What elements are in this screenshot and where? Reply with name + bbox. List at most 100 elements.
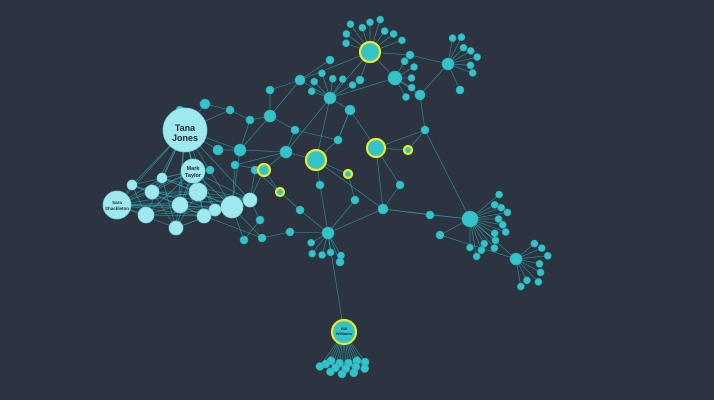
node-a7[interactable] (321, 226, 335, 240)
node-bill_leaf1[interactable] (360, 364, 370, 373)
node-a3[interactable] (279, 145, 293, 159)
node-a8_leaf9[interactable] (490, 244, 499, 252)
node-a19[interactable] (199, 98, 211, 110)
node-a4_leaf4[interactable] (402, 93, 410, 101)
node-bill_leaf10[interactable] (326, 367, 335, 377)
node-a5_leaf1[interactable] (457, 33, 466, 41)
node-a5_leaf0[interactable] (448, 34, 457, 42)
node-a5_leaf5[interactable] (466, 61, 475, 70)
node-a33[interactable] (325, 55, 335, 65)
node-a35[interactable] (455, 85, 465, 95)
node-a36[interactable] (420, 125, 430, 135)
node-a1_leaf0[interactable] (307, 87, 316, 96)
node-a9_leaf2[interactable] (544, 252, 552, 260)
node-a4_leaf0[interactable] (400, 57, 409, 66)
node-a5_leaf3[interactable] (466, 47, 475, 55)
node-h1_leaf4[interactable] (366, 18, 374, 27)
node-sara[interactable] (102, 190, 132, 220)
node-bill_leaf7[interactable] (337, 369, 347, 379)
node-h1_leaf7[interactable] (389, 30, 398, 38)
node-a8_leaf13[interactable] (466, 243, 474, 252)
node-a8_leaf8[interactable] (491, 236, 500, 245)
node-a9_leaf0[interactable] (530, 239, 539, 248)
node-a7_leaf3[interactable] (308, 249, 316, 258)
node-a9_leaf6[interactable] (523, 276, 531, 285)
node-a4[interactable] (387, 70, 403, 86)
node-h1_leaf3[interactable] (358, 23, 367, 32)
node-a16[interactable] (245, 115, 255, 125)
node-a8_leaf3[interactable] (503, 208, 512, 217)
node-a29[interactable] (315, 180, 325, 190)
node-a7_leaf1[interactable] (326, 248, 335, 257)
node-h7[interactable] (342, 168, 354, 180)
node-a5_leaf2[interactable] (459, 43, 468, 52)
node-a30[interactable] (395, 180, 405, 190)
node-w3[interactable] (144, 184, 160, 200)
node-a4_leaf1[interactable] (410, 63, 418, 71)
node-sara-shackleton[interactable]: Sara Shackleton (105, 200, 129, 211)
node-w5[interactable] (168, 220, 184, 236)
node-tana-jones[interactable]: Tana Jones (172, 123, 198, 143)
node-mark-taylor[interactable]: Mark Taylor (185, 166, 202, 179)
node-a2[interactable] (263, 109, 277, 123)
node-a8_leaf12[interactable] (472, 252, 481, 261)
node-a27[interactable] (239, 235, 249, 245)
node-a8_leaf6[interactable] (501, 228, 510, 236)
node-w11[interactable] (242, 192, 258, 208)
node-a8_leaf10[interactable] (480, 239, 489, 248)
node-h1[interactable] (358, 40, 382, 64)
node-a31[interactable] (333, 135, 343, 145)
node-w4[interactable] (137, 206, 155, 224)
node-a1_leaf3[interactable] (328, 74, 337, 83)
node-h1_leaf6[interactable] (380, 27, 389, 35)
node-a23[interactable] (425, 210, 435, 220)
node-a9_leaf5[interactable] (534, 278, 543, 286)
node-a1_leaf5[interactable] (348, 81, 357, 89)
node-h3[interactable] (365, 137, 387, 159)
node-a1_leaf4[interactable] (338, 75, 347, 83)
node-a26[interactable] (257, 233, 267, 243)
node-a1_leaf1[interactable] (310, 77, 318, 86)
node-h1_leaf1[interactable] (342, 30, 351, 38)
node-a9_leaf3[interactable] (535, 259, 544, 268)
node-a6[interactable] (377, 203, 389, 215)
node-a4_leaf3[interactable] (407, 83, 416, 92)
node-a8_leaf1[interactable] (490, 200, 499, 209)
node-h1_leaf8[interactable] (398, 36, 406, 45)
node-a18[interactable] (225, 105, 235, 115)
node-a1_leaf2[interactable] (318, 69, 326, 78)
node-bill-williams[interactable]: Bill Williams (336, 326, 353, 336)
node-h1_leaf2[interactable] (346, 20, 355, 28)
node-a9[interactable] (509, 252, 523, 266)
node-h2[interactable] (304, 148, 328, 172)
node-h1_leaf5[interactable] (376, 15, 385, 24)
node-a8_leaf5[interactable] (498, 220, 507, 229)
node-w8[interactable] (208, 203, 222, 217)
node-w2[interactable] (171, 196, 189, 214)
node-a24[interactable] (435, 230, 445, 240)
node-a40[interactable] (255, 215, 265, 225)
node-h6[interactable] (402, 144, 414, 156)
node-a25[interactable] (335, 257, 345, 267)
node-a9_leaf4[interactable] (536, 268, 545, 277)
node-a12[interactable] (344, 104, 356, 116)
node-a10[interactable] (233, 143, 247, 157)
node-a7_leaf2[interactable] (318, 251, 326, 259)
node-a9_leaf7[interactable] (517, 282, 525, 291)
node-h4[interactable] (256, 162, 272, 178)
node-a1[interactable] (323, 91, 337, 105)
node-a22[interactable] (350, 195, 360, 205)
node-a39[interactable] (205, 165, 215, 175)
node-a8[interactable] (461, 210, 479, 228)
node-a32[interactable] (265, 85, 275, 95)
node-tana[interactable] (162, 107, 208, 153)
node-a8_leaf2[interactable] (497, 203, 506, 212)
node-a4_leaf2[interactable] (407, 74, 416, 82)
node-w1[interactable] (188, 182, 208, 202)
node-a15[interactable] (290, 125, 300, 135)
node-bill[interactable] (330, 318, 358, 346)
node-a28[interactable] (285, 227, 295, 237)
node-a5_leaf6[interactable] (468, 69, 477, 77)
node-a8_leaf11[interactable] (477, 246, 486, 255)
node-mark[interactable] (180, 158, 206, 184)
